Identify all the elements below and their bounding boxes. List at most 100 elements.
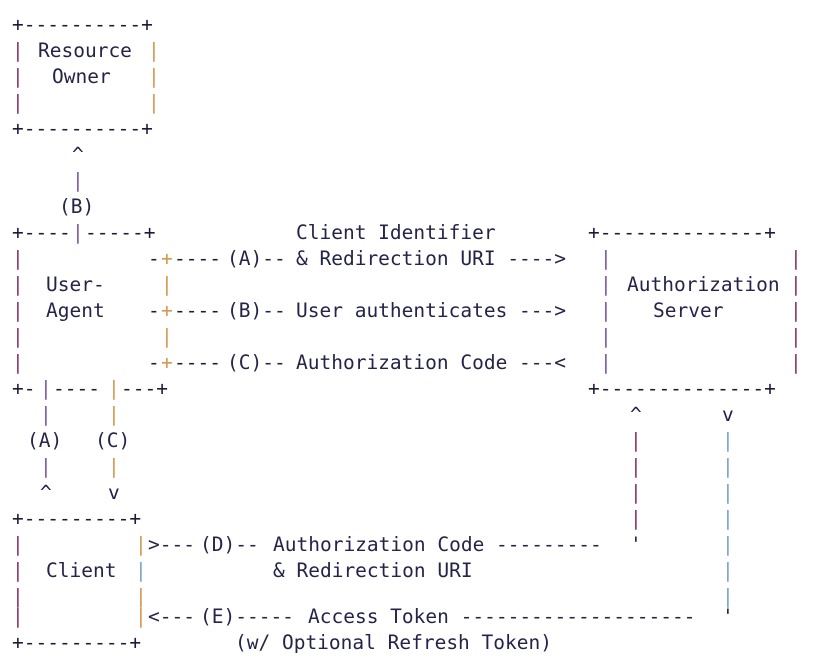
line-22-client-label-seg-4: | [722,559,734,582]
line-01-ro-box-top-seg-0: +----------+ [12,13,153,36]
line-18-bars-ac-seg-1: | [108,455,120,478]
line-02-ro-label-1-seg-2: | [148,39,160,62]
line-02-ro-label-1-seg-1: Resource [38,39,132,62]
line-24-step-e-seg-0: | [12,605,24,628]
line-09-ua-top-and-as-top-seg-4: +--------------+ [588,221,776,244]
line-22-client-label-seg-0: | [12,559,24,582]
line-09-ua-top-and-as-top-seg-3: Client Identifier [296,221,496,244]
line-11-ua-label-1-seg-0: | [12,273,24,296]
line-04-ro-blank-seg-0: | [12,91,24,114]
line-11-ua-label-1-seg-3: | [600,273,612,296]
line-03-ro-label-2-seg-0: | [12,65,24,88]
line-23-client-mid-seg-0: | [12,585,24,608]
line-14-step-c-seg-0: | [12,351,24,374]
line-23-client-mid-seg-2: | [722,585,734,608]
line-03-ro-label-2-seg-2: | [148,65,160,88]
line-22-client-label-seg-1: Client [46,559,117,582]
line-21-step-d-seg-5: ' [630,533,642,556]
line-24-step-e-seg-5: ' [722,605,734,628]
line-15-ua-bottom-as-bottom-seg-0: +- [12,377,36,400]
line-13-ua-mid-seg-2: | [600,325,612,348]
line-15-ua-bottom-as-bottom-seg-1: | [40,377,52,400]
line-19-caret-v-seg-1: v [108,481,120,504]
line-12-step-b-seg-5: (B)-- [227,299,286,322]
line-14-step-c-seg-4: (C)-- [227,351,286,374]
line-10-step-a-seg-4: (A)-- [227,247,286,270]
line-21-step-d-seg-4: Authorization Code --------- [273,533,602,556]
line-16-arrows-ac-and-as-arrows-seg-2: ^ [630,403,642,426]
line-19-caret-v-seg-3: | [722,481,734,504]
line-10-step-a-seg-1: - [148,247,160,270]
line-12-step-b-seg-3: + [161,299,173,322]
line-14-step-c-seg-6: | [600,351,612,374]
line-12-step-b-seg-2: - [148,299,160,322]
line-15-ua-bottom-as-bottom-seg-5: +--------------+ [588,377,776,400]
line-21-step-d-seg-3: (D)-- [200,533,259,556]
line-13-ua-mid-seg-1: | [161,325,173,348]
line-25-client-bottom-seg-1: (w/ Optional Refresh Token) [235,631,552,654]
line-04-ro-blank-seg-1: | [148,91,160,114]
line-06-caret-b-seg-0: ^ [72,143,84,166]
line-19-caret-v-seg-2: | [630,481,642,504]
line-12-step-b-seg-7: | [600,299,612,322]
line-10-step-a-seg-3: ---- [174,247,221,270]
line-20-client-top-seg-2: | [722,507,734,530]
line-12-step-b-seg-9: | [790,299,802,322]
line-11-ua-label-1-seg-5: | [790,273,802,296]
line-17-labels-ac-seg-1: (C) [95,429,131,452]
line-12-step-b-seg-1: Agent [46,299,105,322]
line-21-step-d-seg-1: | [135,533,147,556]
line-14-step-c-seg-2: + [161,351,173,374]
line-14-step-c-seg-1: - [148,351,160,374]
line-13-ua-mid-seg-3: | [790,325,802,348]
line-11-ua-label-1-seg-2: | [161,273,173,296]
line-07-bar-b-seg-0: | [72,169,84,192]
line-15-ua-bottom-as-bottom-seg-3: | [108,377,120,400]
line-21-step-d-seg-2: >--- [148,533,195,556]
line-16-arrows-ac-and-as-arrows-seg-3: v [722,403,734,426]
line-19-caret-v-seg-0: ^ [40,481,52,504]
line-18-bars-ac-seg-3: | [722,455,734,478]
line-12-step-b-seg-8: Server [653,299,724,322]
line-16-arrows-ac-and-as-arrows-seg-0: | [40,403,52,426]
line-10-step-a-seg-6: | [600,247,612,270]
line-10-step-a-seg-2: + [161,247,173,270]
line-24-step-e-seg-4: Access Token -------------------- [308,605,696,628]
line-11-ua-label-1-seg-1: User- [46,273,105,296]
line-18-bars-ac-seg-0: | [40,455,52,478]
line-10-step-a-seg-7: | [790,247,802,270]
line-14-step-c-seg-3: ---- [174,351,221,374]
line-12-step-b-seg-0: | [12,299,24,322]
line-22-client-label-seg-3: & Redirection URI [273,559,473,582]
line-20-client-top-seg-1: | [630,507,642,530]
line-18-bars-ac-seg-2: | [630,455,642,478]
line-09-ua-top-and-as-top-seg-0: +---- [12,221,71,244]
line-21-step-d-seg-6: | [722,533,734,556]
line-08-label-b-seg-0: (B) [59,195,95,218]
line-09-ua-top-and-as-top-seg-2: -----+ [85,221,156,244]
line-15-ua-bottom-as-bottom-seg-2: ---- [53,377,100,400]
line-05-ro-box-bottom-seg-0: +----------+ [12,117,153,140]
line-13-ua-mid-seg-0: | [12,325,24,348]
line-21-step-d-seg-0: | [12,533,24,556]
line-24-step-e-seg-3: (E)----- [200,605,294,628]
line-22-client-label-seg-2: | [135,559,147,582]
line-11-ua-label-1-seg-4: Authorization [627,273,780,296]
line-14-step-c-seg-7: | [790,351,802,374]
line-17-labels-ac-seg-2: | [630,429,642,452]
line-12-step-b-seg-4: ---- [174,299,221,322]
line-12-step-b-seg-6: User authenticates ---> [296,299,567,322]
line-03-ro-label-2-seg-1: Owner [52,65,111,88]
line-02-ro-label-1-seg-0: | [12,39,24,62]
line-23-client-mid-seg-1: | [135,585,147,608]
line-10-step-a-seg-0: | [12,247,24,270]
line-25-client-bottom-seg-0: +---------+ [12,631,142,654]
line-24-step-e-seg-2: <--- [148,605,195,628]
line-09-ua-top-and-as-top-seg-1: | [72,221,84,244]
line-14-step-c-seg-5: Authorization Code ---< [296,351,567,374]
line-20-client-top-seg-0: +---------+ [12,507,142,530]
line-15-ua-bottom-as-bottom-seg-4: ---+ [121,377,168,400]
line-10-step-a-seg-5: & Redirection URI ----> [296,247,567,270]
line-17-labels-ac-seg-3: | [722,429,734,452]
